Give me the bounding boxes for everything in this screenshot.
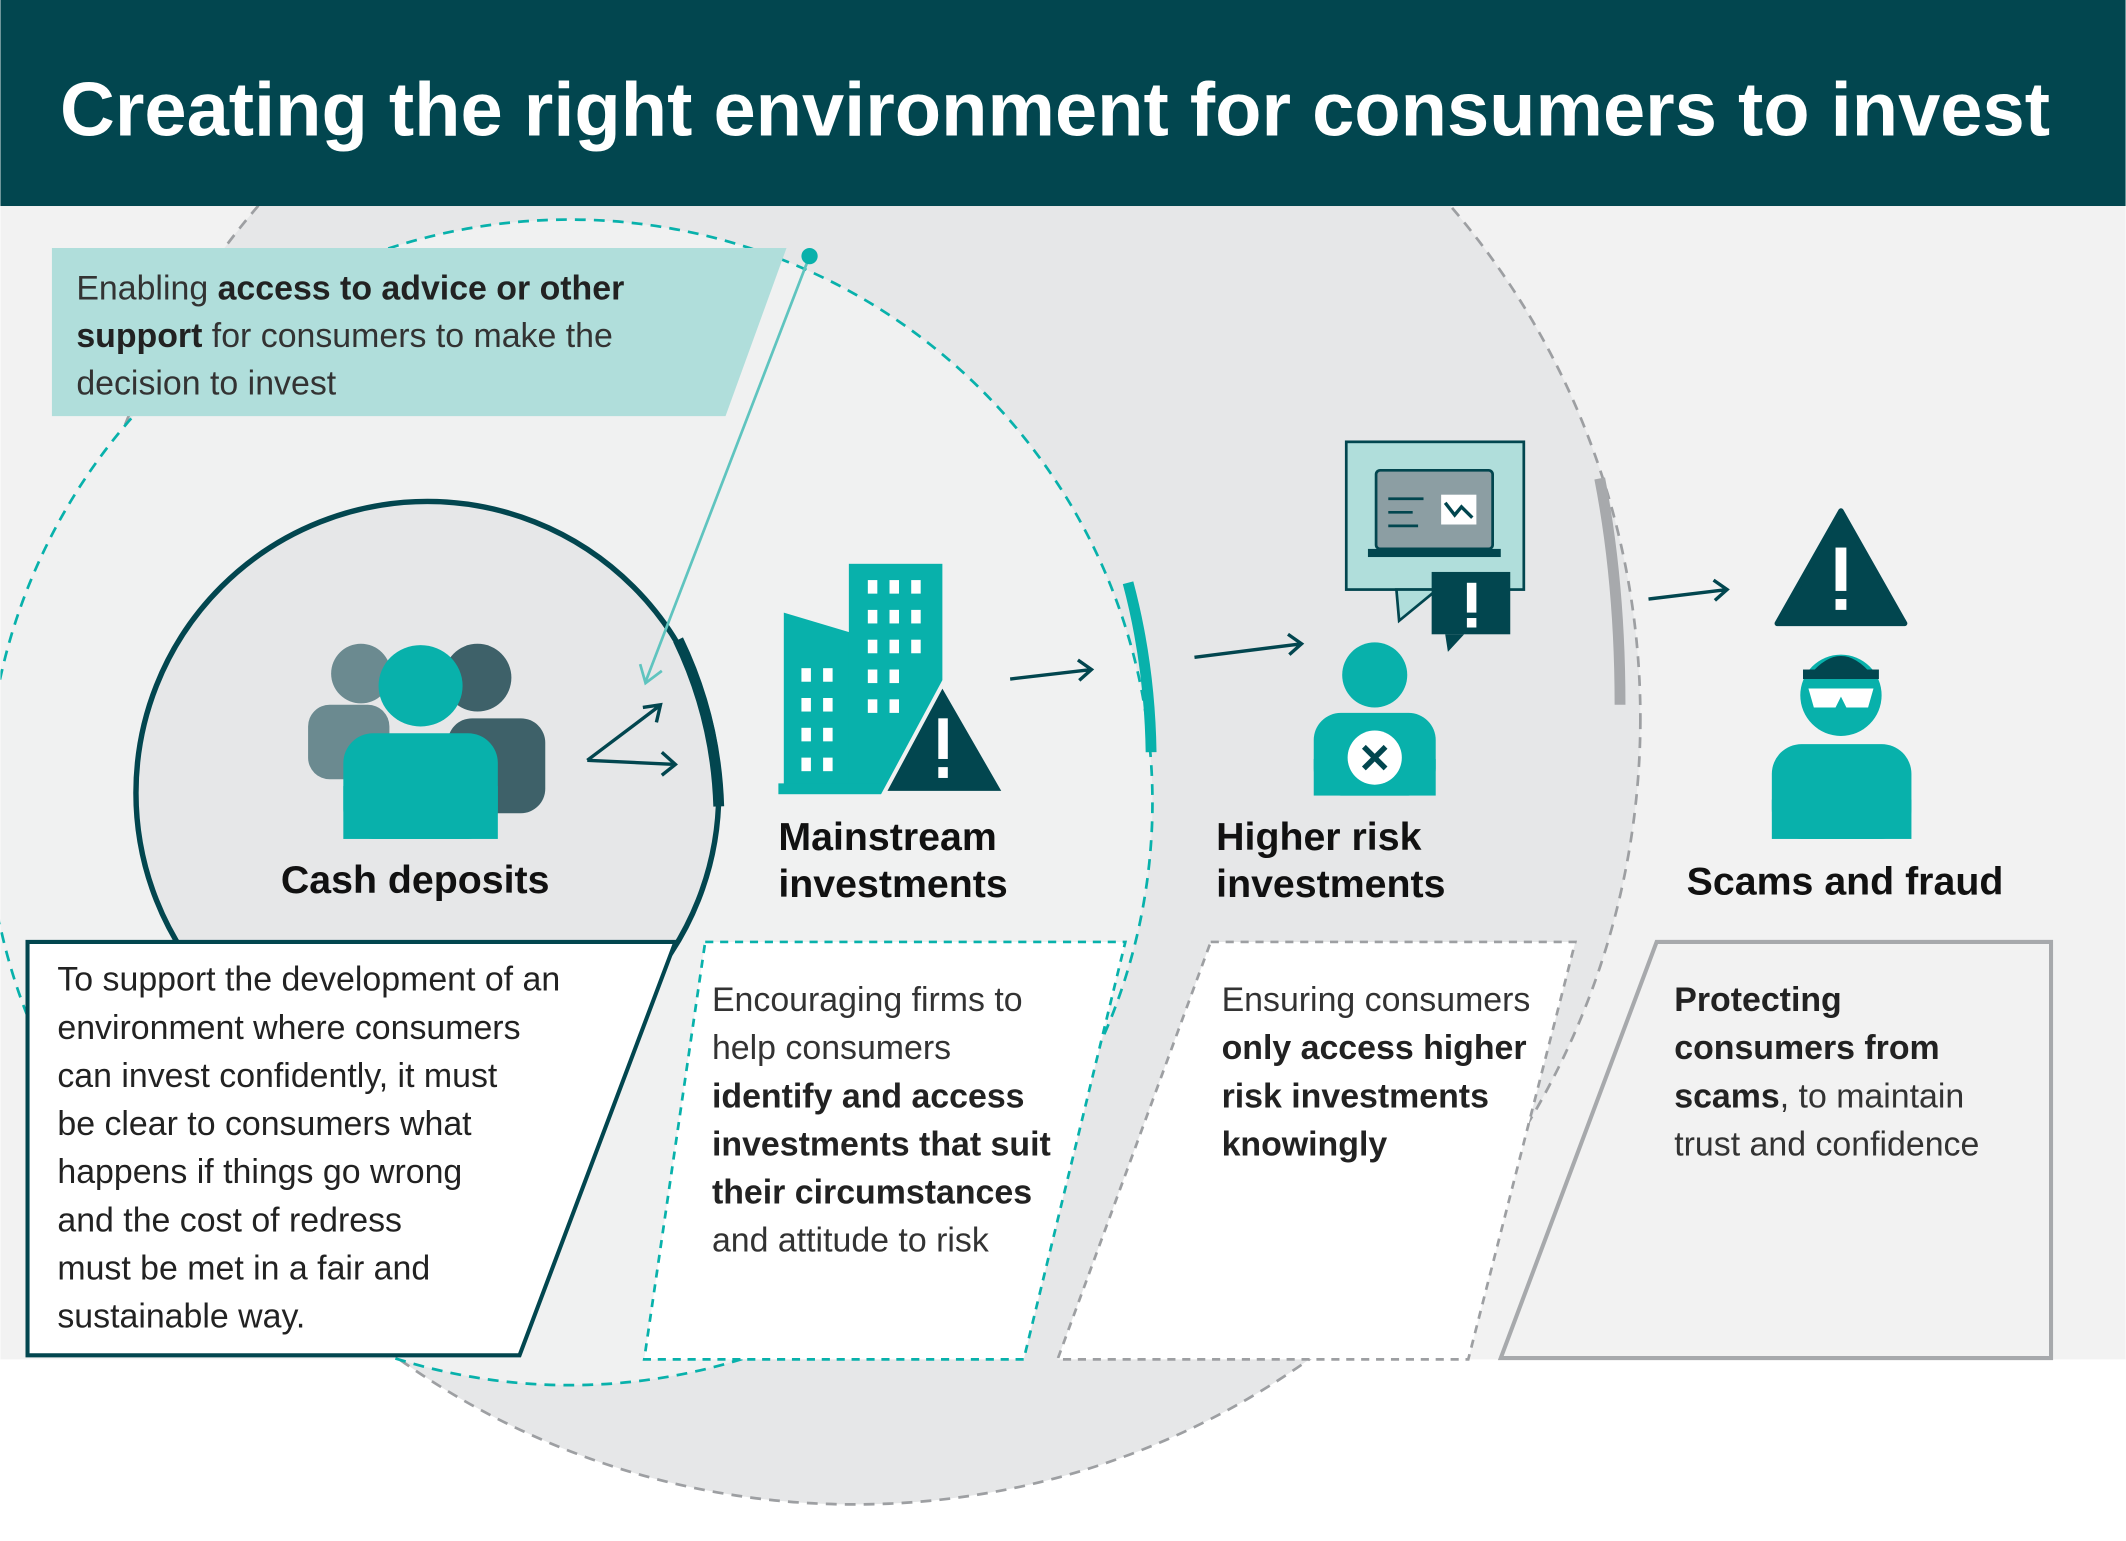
mainstream-description: Encouraging firms to help consumers iden… (712, 981, 1060, 1260)
arrow-icon (1009, 578, 1730, 682)
boundary-arc-mainstream (1122, 581, 1157, 753)
callout-text: Enabling access to advice or other suppo… (76, 270, 633, 403)
buildings-warning-icon (778, 563, 1009, 795)
cash-description-box (25, 939, 679, 1358)
page-title: Creating the right environment for consu… (60, 68, 2050, 153)
higher-risk-description: Ensuring consumers only access higher ri… (1222, 981, 1540, 1163)
people-icon (308, 643, 546, 839)
higher-risk-description-box (1055, 940, 1578, 1361)
scammer-warning-icon (1771, 508, 1912, 839)
person-laptop-warning-icon (1313, 440, 1526, 796)
callout-pointer (644, 255, 811, 683)
mainstream-description-box (642, 940, 1128, 1361)
scams-description-box (1497, 939, 2054, 1361)
boundary-arc-higher (1594, 477, 1626, 705)
boundary-arc-cash (673, 637, 725, 807)
stage-label-cash: Cash deposits (281, 858, 550, 902)
advice-callout (51, 248, 787, 417)
cash-description: To support the development of an environ… (57, 961, 569, 1336)
scams-description: Protecting consumers from scams, to main… (1674, 981, 1979, 1163)
stage-label-scams: Scams and fraud (1687, 860, 2004, 904)
split-arrows-icon (586, 702, 678, 777)
header-bar (0, 0, 2126, 207)
